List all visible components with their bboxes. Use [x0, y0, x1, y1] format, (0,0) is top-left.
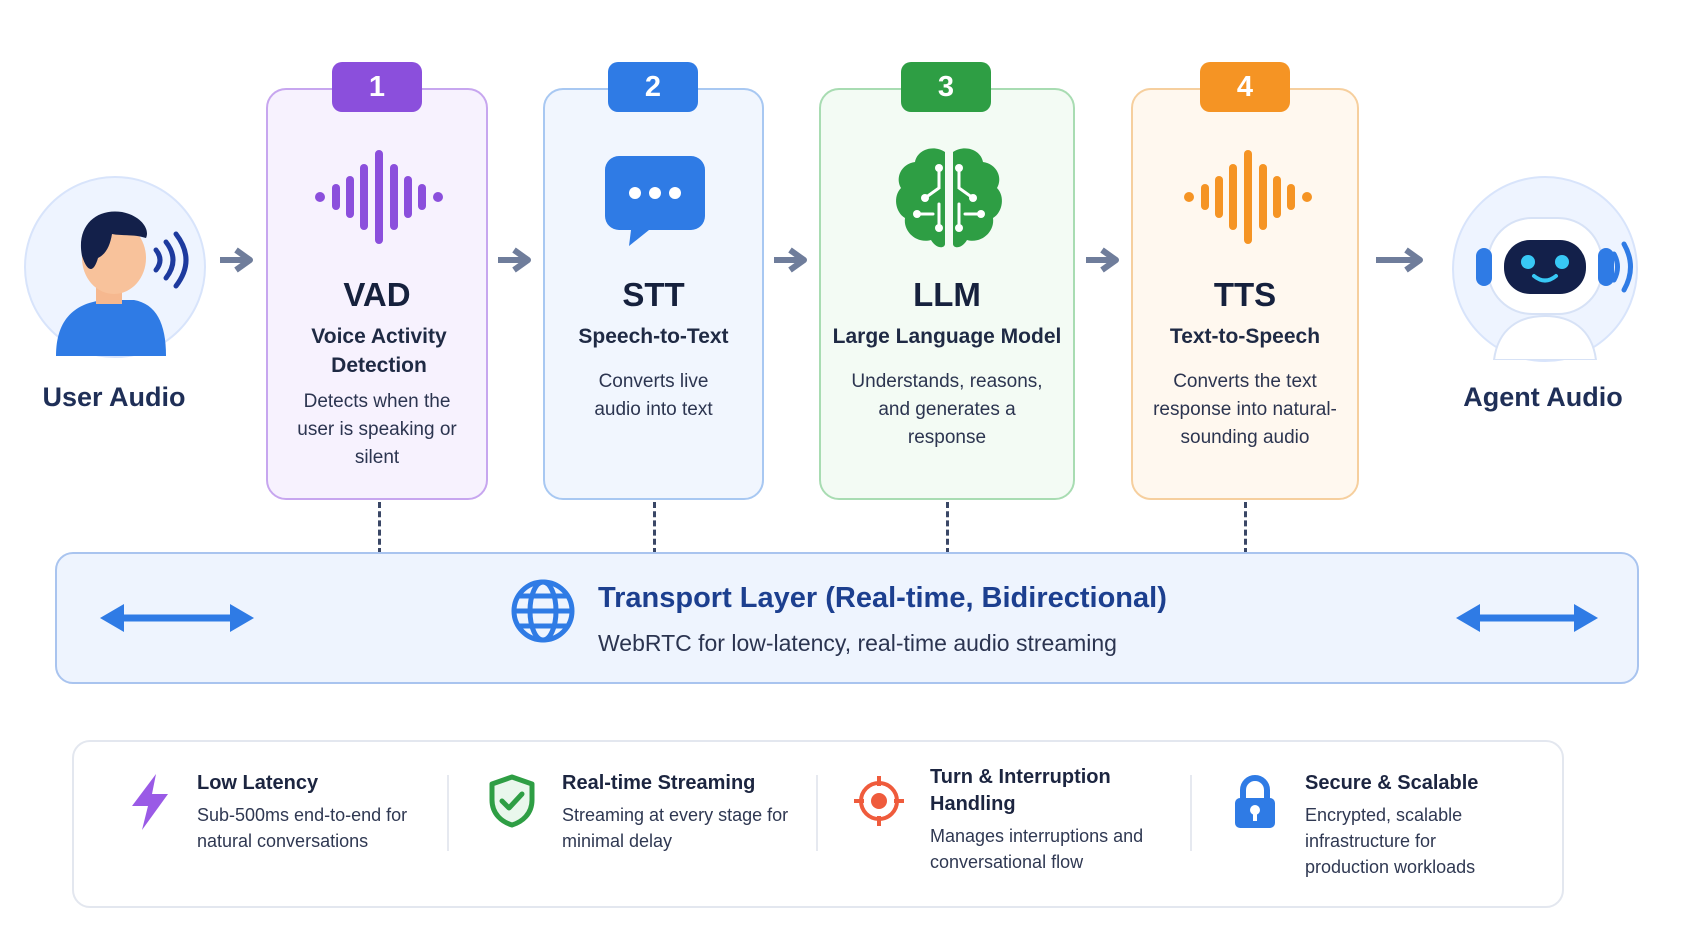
double-arrow-icon [100, 604, 254, 632]
feature-title: Secure & Scalable [1305, 772, 1479, 794]
transport-subtitle: WebRTC for low-latency, real-time audio … [598, 630, 1117, 656]
stage-transport-connector [946, 502, 949, 554]
lightning-icon [132, 774, 168, 830]
stage-title: STT [622, 276, 685, 313]
stage-subtitle: Voice Activity Detection [311, 325, 447, 377]
feature-title: Real-time Streaming [562, 772, 756, 794]
stage-number-badge: 2 [608, 62, 698, 112]
stage-description: Detects when the user is speaking or sil… [297, 391, 457, 468]
user-speaking-icon [56, 211, 189, 356]
feature-description: Encrypted, scalable infrastructure for p… [1305, 805, 1476, 877]
stage-title: TTS [1213, 276, 1277, 313]
arrow-right-icon [1376, 247, 1423, 273]
globe-icon [511, 579, 575, 643]
stage-subtitle: Large Language Model [832, 325, 1062, 348]
stage-title: LLM [913, 276, 981, 313]
stage-transport-connector [653, 502, 656, 554]
feature-title: Low Latency [197, 772, 319, 794]
shield-check-icon [489, 774, 535, 828]
feature-divider [1190, 775, 1192, 851]
stage-number-badge: 1 [332, 62, 422, 112]
feature-divider [447, 775, 449, 851]
stage-subtitle: Text-to-Speech [1169, 325, 1321, 348]
lock-icon [1235, 775, 1275, 828]
stage-description: Converts live audio into text [594, 371, 713, 420]
stage-card-vad: VAD Voice Activity Detection Detects whe… [266, 88, 488, 500]
stage-card-llm: LLM Large Language Model Understands, re… [819, 88, 1075, 500]
double-arrow-icon [1456, 604, 1598, 632]
feature-divider [816, 775, 818, 851]
transport-layer-panel [55, 552, 1639, 684]
transport-title: Transport Layer (Real-time, Bidirectiona… [598, 582, 1167, 614]
chat-bubble-icon [605, 156, 705, 246]
agent-audio-label: Agent Audio [1463, 382, 1623, 412]
stage-transport-connector [1244, 502, 1247, 554]
robot-agent-icon [1476, 217, 1633, 361]
stage-number-badge: 4 [1200, 62, 1290, 112]
stage-description: Understands, reasons, and generates a re… [851, 371, 1043, 448]
user-avatar-circle [24, 176, 206, 358]
target-icon [854, 776, 904, 826]
stage-card-tts: TTS Text-to-Speech Converts the text res… [1131, 88, 1359, 500]
brain-circuit-icon [896, 148, 1002, 248]
arrow-right-icon [774, 247, 807, 273]
stage-title: VAD [343, 276, 411, 313]
user-audio-label: User Audio [42, 382, 186, 412]
stage-transport-connector [378, 502, 381, 554]
feature-description: Manages interruptions and conversational… [930, 826, 1144, 872]
feature-description: Sub-500ms end-to-end for natural convers… [197, 805, 408, 851]
stage-card-stt: STT Speech-to-Text Converts live audio i… [543, 88, 764, 500]
arrow-right-icon [220, 247, 253, 273]
stage-number-badge: 3 [901, 62, 991, 112]
stage-subtitle: Speech-to-Text [578, 325, 729, 348]
sound-wave-icon [315, 150, 443, 244]
stage-description: Converts the text response into natural-… [1153, 371, 1337, 448]
feature-title: Turn & Interruption Handling [930, 766, 1111, 815]
agent-avatar-circle [1452, 176, 1638, 362]
sound-wave-icon [1184, 150, 1312, 244]
arrow-right-icon [498, 247, 531, 273]
features-panel [72, 740, 1564, 908]
feature-description: Streaming at every stage for minimal del… [562, 805, 789, 851]
arrow-right-icon [1086, 247, 1119, 273]
